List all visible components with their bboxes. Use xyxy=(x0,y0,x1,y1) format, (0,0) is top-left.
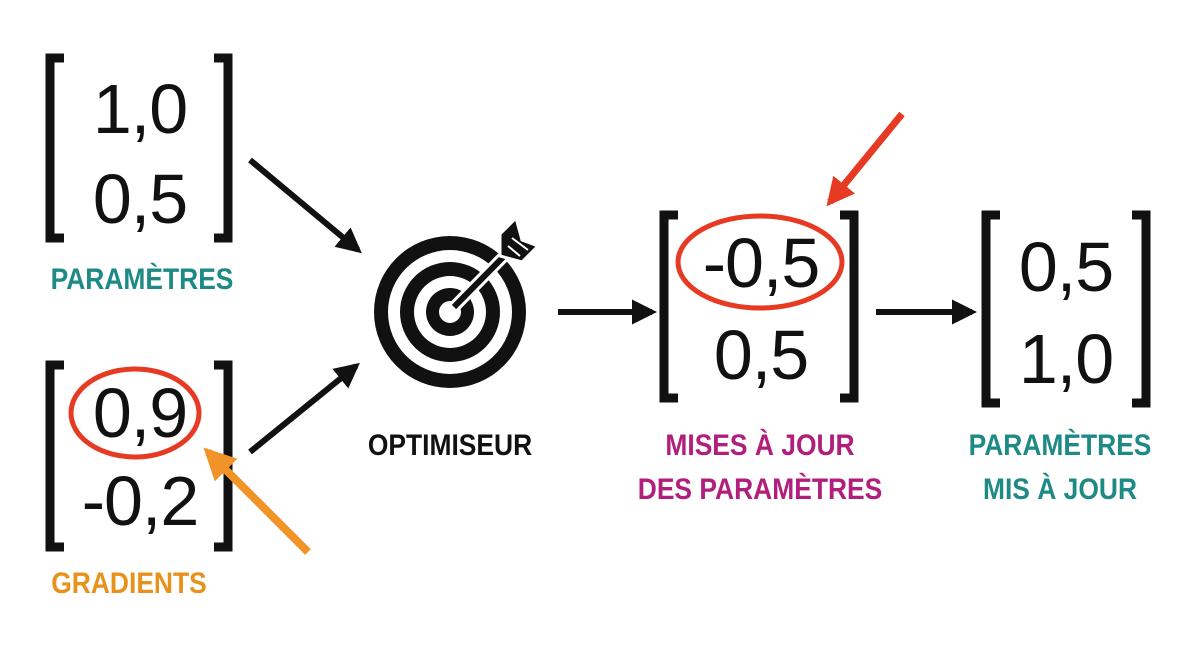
updates-value-1: -0,5 xyxy=(702,224,821,302)
parameters-value-1: 1,0 xyxy=(92,70,188,148)
target-with-arrow-icon xyxy=(374,215,541,388)
updated-parameters-matrix-brackets xyxy=(981,210,1151,408)
parameters-value-2: 0,5 xyxy=(92,160,188,238)
gradient-highlight-ellipse xyxy=(68,366,202,460)
optimizer-label: OPTIMISEUR xyxy=(367,429,533,462)
updates-label-line-1: MISES À JOUR xyxy=(665,429,855,462)
updates-value-2: 0,5 xyxy=(713,316,809,394)
gradients-value-1: 0,9 xyxy=(92,374,188,452)
updated-parameters-label-line-1: PARAMÈTRES xyxy=(968,429,1152,462)
parameters-matrix-brackets xyxy=(45,53,233,243)
updates-label-line-2: DES PARAMÈTRES xyxy=(637,473,883,506)
gradients-label: GRADIENTS xyxy=(51,567,207,600)
updated-parameters-value-2: 1,0 xyxy=(1018,320,1114,398)
gradients-value-2: -0,2 xyxy=(81,462,200,540)
parameters-label: PARAMÈTRES xyxy=(50,263,234,296)
orange-callout-arrow xyxy=(203,447,311,555)
updated-parameters-label-line-2: MIS À JOUR xyxy=(982,473,1138,506)
arrow-parameters-to-optimizer xyxy=(248,157,362,254)
red-callout-arrow xyxy=(826,111,905,207)
arrow-gradients-to-optimizer xyxy=(248,362,360,455)
updates-matrix-brackets xyxy=(659,210,859,403)
update-highlight-ellipse xyxy=(675,213,845,311)
updated-parameters-value-1: 0,5 xyxy=(1018,228,1114,306)
